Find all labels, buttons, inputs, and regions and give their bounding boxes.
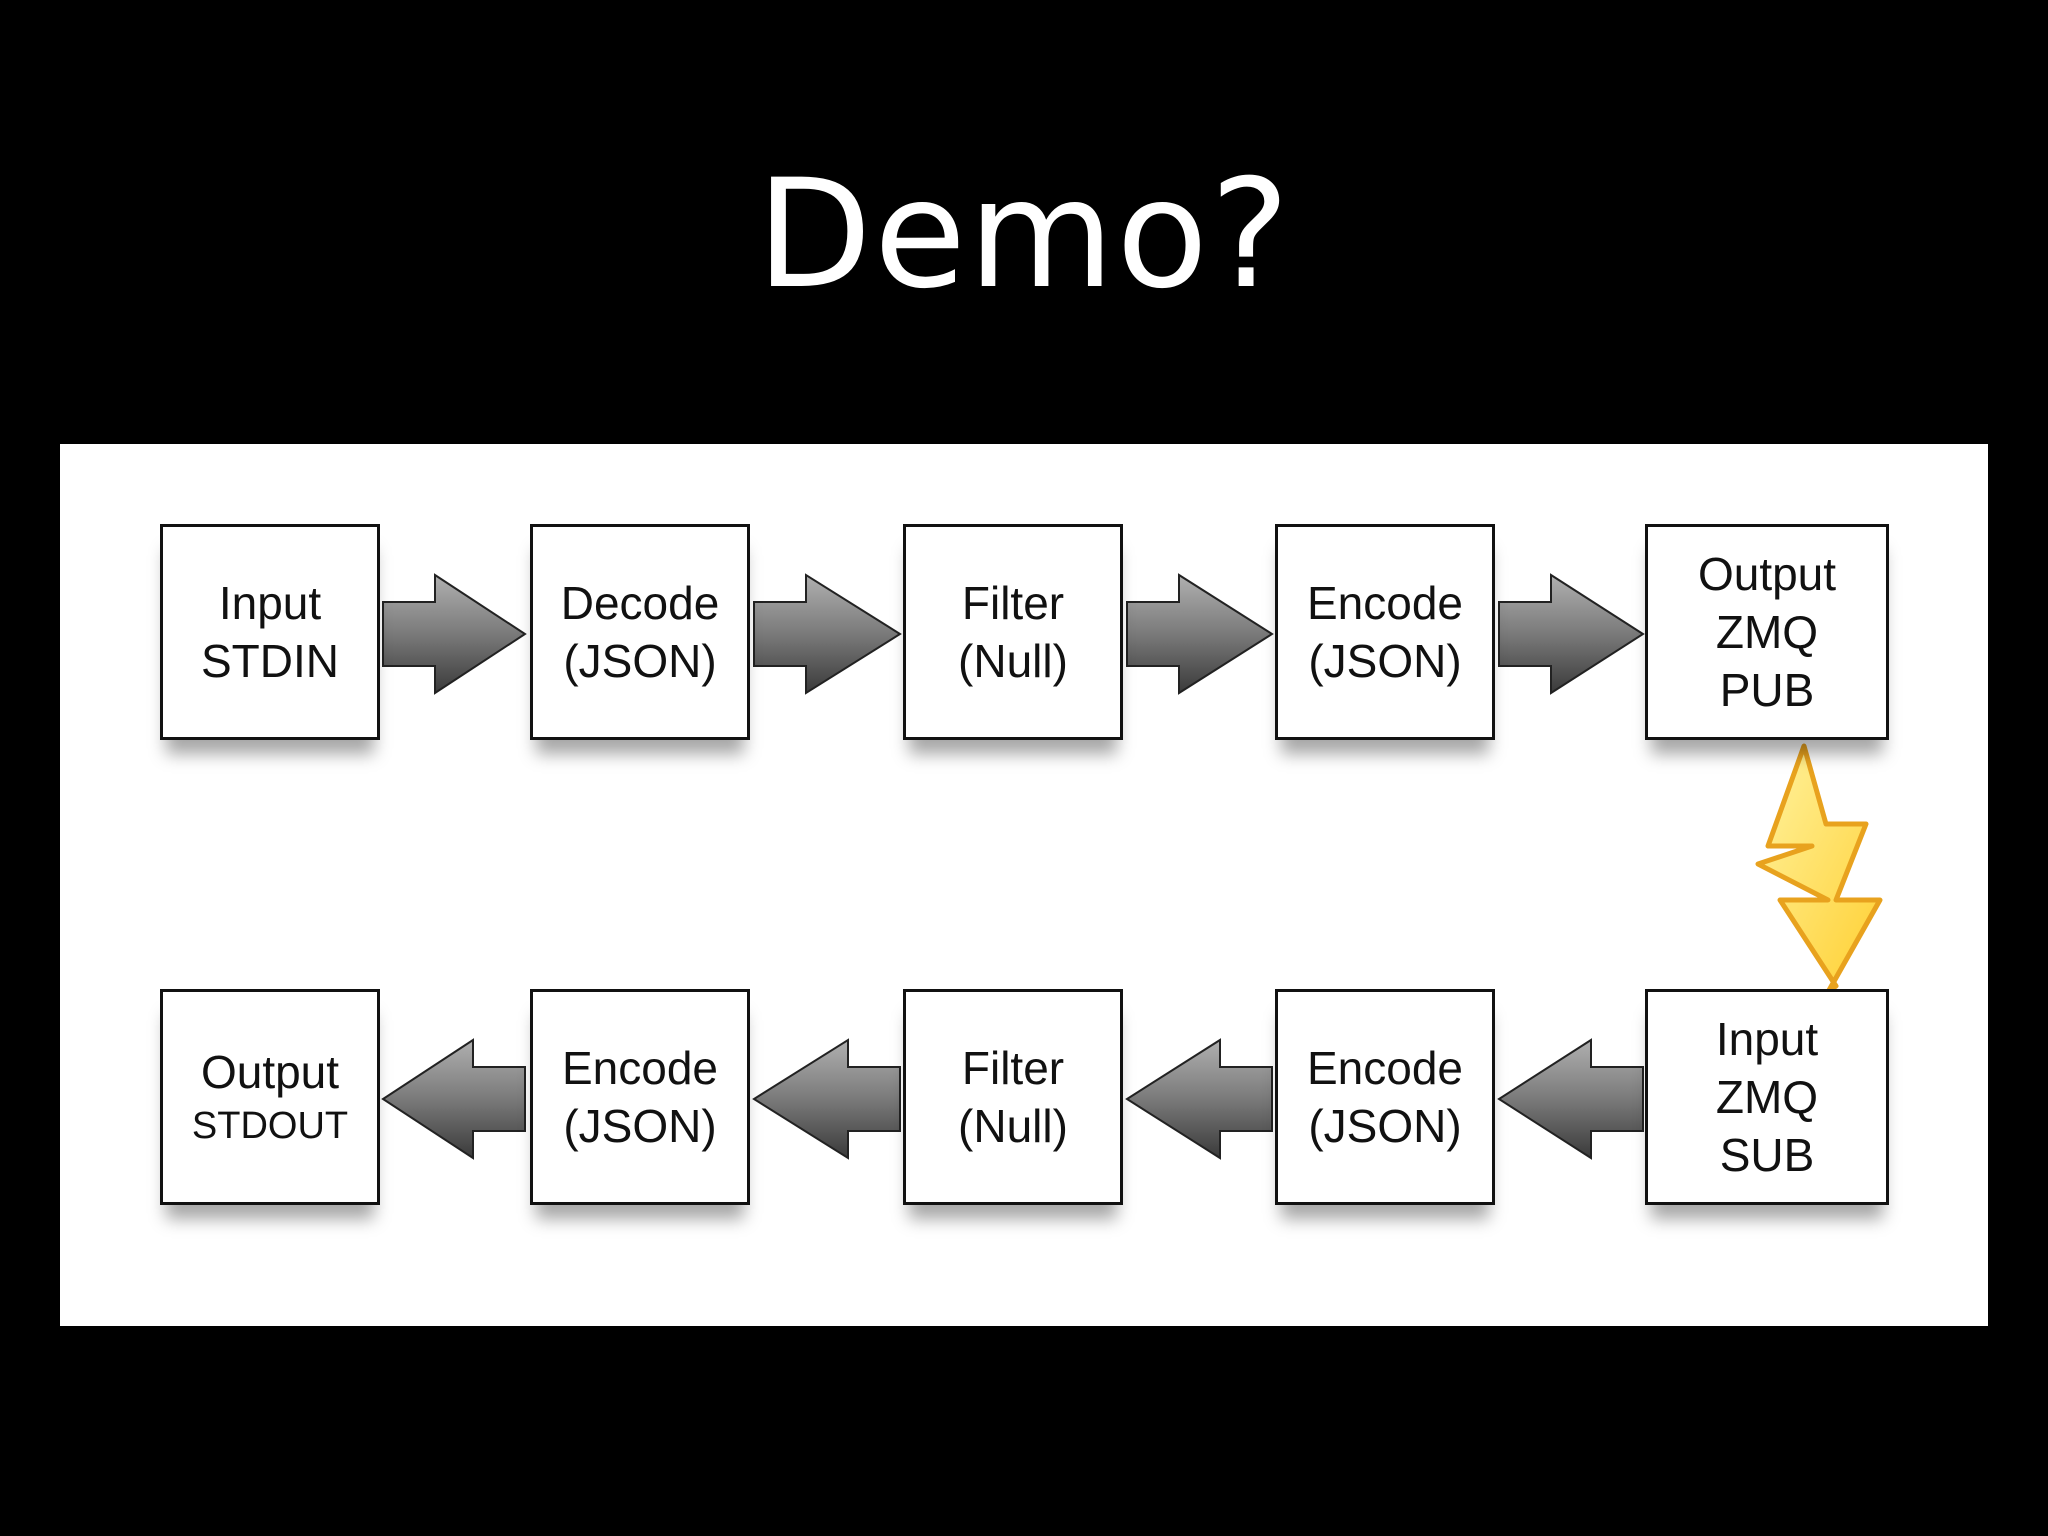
box-sublabel: STDIN: [201, 635, 339, 687]
arrow-left-icon: [381, 1038, 526, 1160]
box-label: Encode: [561, 1042, 718, 1094]
box-sublabel: (JSON): [1308, 1100, 1462, 1152]
box-input-stdin: Input STDIN: [160, 524, 380, 740]
box-output-zmq-pub: Output ZMQ PUB: [1645, 524, 1889, 740]
box-sublabel: PUB: [1719, 664, 1815, 716]
arrow-right-icon: [382, 573, 527, 695]
box-label: Input: [218, 577, 322, 629]
box-label: Input: [1715, 1013, 1819, 1065]
box-label: Encode: [1306, 577, 1463, 629]
lightning-bolt-icon: [1755, 743, 1883, 995]
box-decode-json: Decode (JSON): [530, 524, 750, 740]
box-encode-json: Encode (JSON): [1275, 524, 1495, 740]
box-sublabel: (JSON): [563, 1100, 717, 1152]
arrow-left-icon: [1125, 1038, 1273, 1160]
box-sublabel: (JSON): [563, 635, 717, 687]
box-sublabel: (Null): [958, 635, 1068, 687]
box-sublabel: ZMQ: [1715, 606, 1819, 658]
box-label: Filter: [961, 1042, 1065, 1094]
box-sublabel: STDOUT: [191, 1105, 349, 1147]
box-output-stdout: Output STDOUT: [160, 989, 380, 1205]
box-sublabel: (Null): [958, 1100, 1068, 1152]
arrow-right-icon: [1498, 573, 1645, 695]
arrow-right-icon: [1126, 573, 1274, 695]
box-label: Output: [200, 1046, 340, 1098]
box-label: Output: [1697, 548, 1837, 600]
diagram-panel: Input STDIN Decode (JSON) Filter (Null) …: [60, 444, 1988, 1326]
slide-title: Demo?: [756, 148, 1292, 322]
box-label: Decode: [560, 577, 720, 629]
box-encode-json: Encode (JSON): [530, 989, 750, 1205]
box-label: Encode: [1306, 1042, 1463, 1094]
box-sublabel: ZMQ: [1715, 1071, 1819, 1123]
arrow-left-icon: [1497, 1038, 1644, 1160]
diagram-connectors: [381, 573, 1883, 1160]
box-filter-null: Filter (Null): [903, 524, 1123, 740]
box-label: Filter: [961, 577, 1065, 629]
arrow-right-icon: [753, 573, 902, 695]
box-sublabel: SUB: [1719, 1129, 1815, 1181]
box-input-zmq-sub: Input ZMQ SUB: [1645, 989, 1889, 1205]
box-sublabel: (JSON): [1308, 635, 1462, 687]
box-filter-null: Filter (Null): [903, 989, 1123, 1205]
arrow-left-icon: [752, 1038, 901, 1160]
box-encode-json: Encode (JSON): [1275, 989, 1495, 1205]
